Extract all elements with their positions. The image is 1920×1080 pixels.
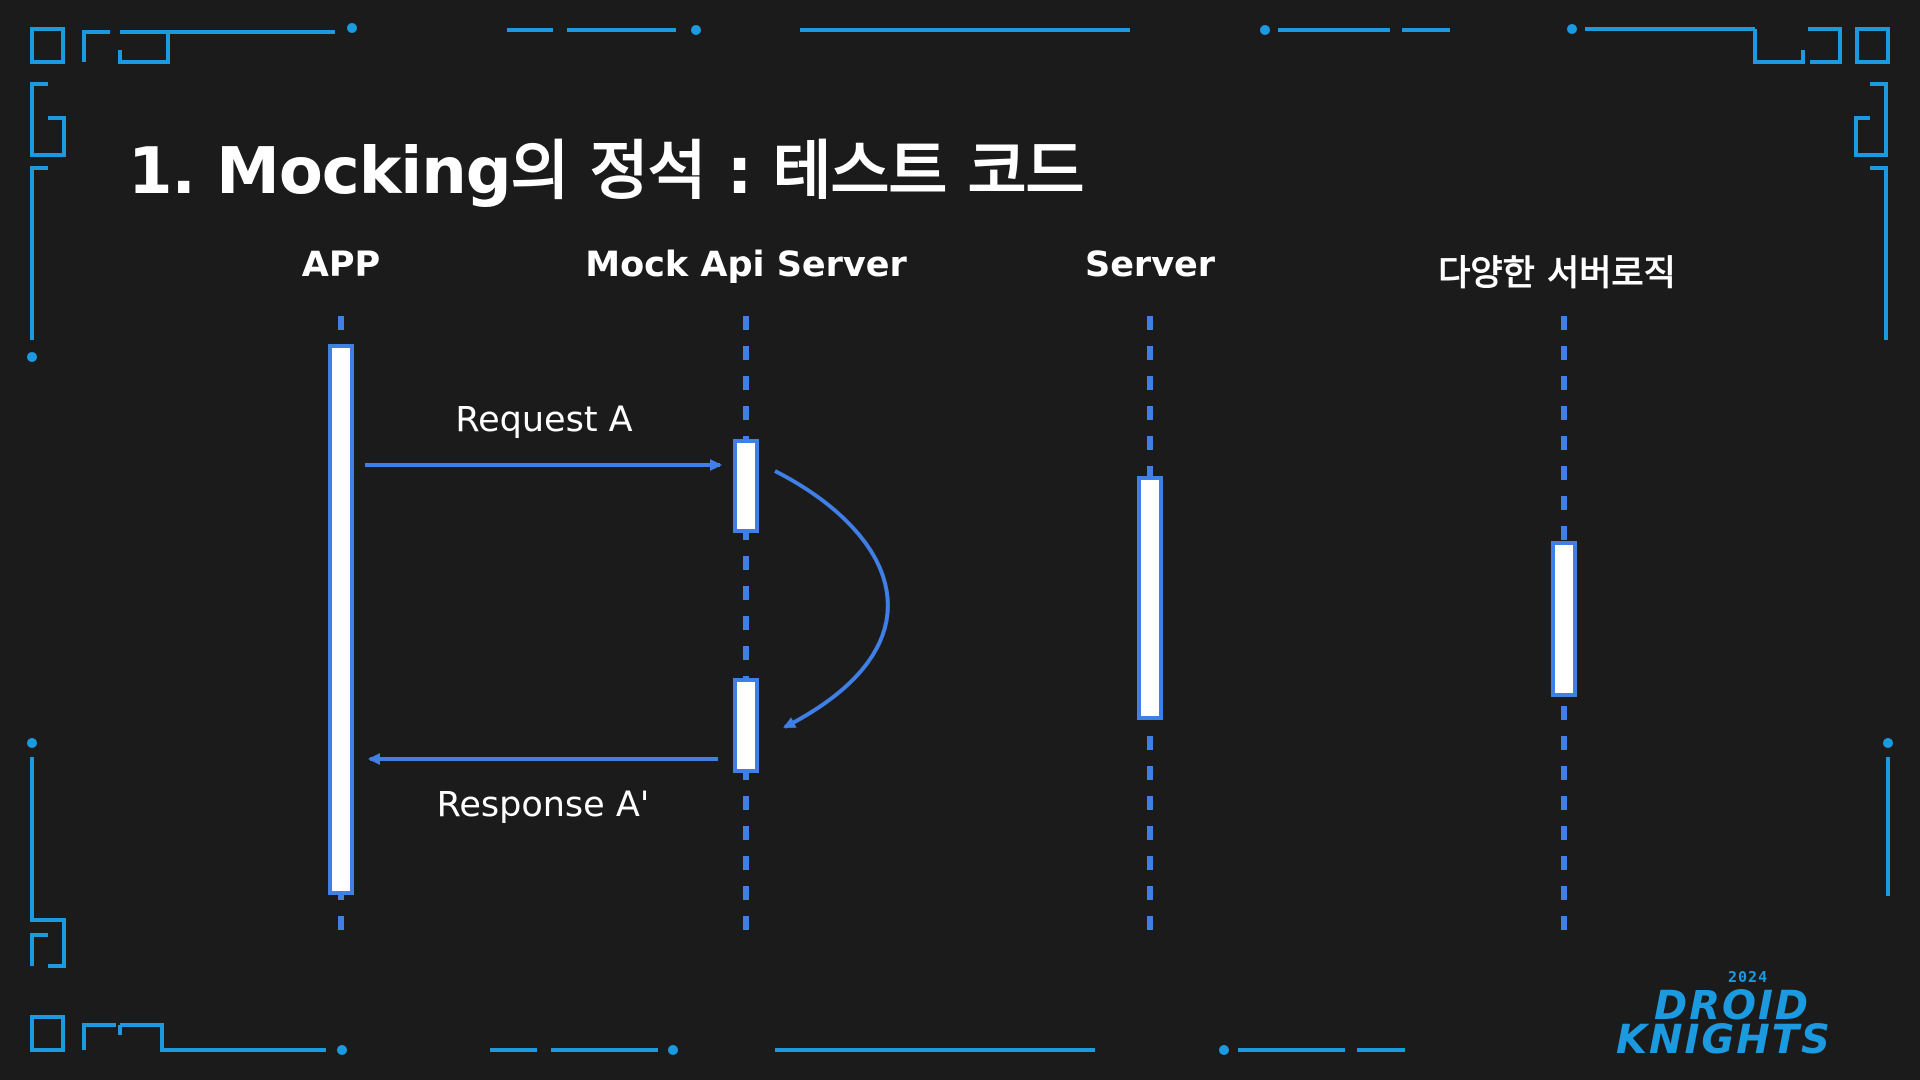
participant-label-app: APP — [301, 245, 381, 285]
self-call-arrow — [774, 469, 890, 729]
response-label: Response A' — [436, 785, 650, 825]
activation-mock-request — [733, 439, 759, 533]
participant-label-server-logic: 다양한 서버로직 — [1438, 254, 1676, 294]
activation-app — [328, 344, 354, 895]
request-label: Request A — [455, 400, 633, 440]
participant-label-mock-api-server: Mock Api Server — [585, 245, 907, 285]
activation-server — [1137, 476, 1163, 720]
logo-year: 2024 — [1728, 968, 1769, 986]
logo-line-1: DROID — [1654, 983, 1811, 1029]
droid-knights-logo: 2024 DROID KNIGHTS — [1612, 968, 1898, 1060]
logo-line-2: KNIGHTS — [1616, 1017, 1832, 1063]
activation-mock-response — [733, 678, 759, 773]
participant-label-server: Server — [1084, 245, 1216, 285]
activation-server-logic — [1551, 541, 1577, 697]
slide-title: 1. Mocking의 정석 : 테스트 코드 — [128, 135, 1084, 209]
